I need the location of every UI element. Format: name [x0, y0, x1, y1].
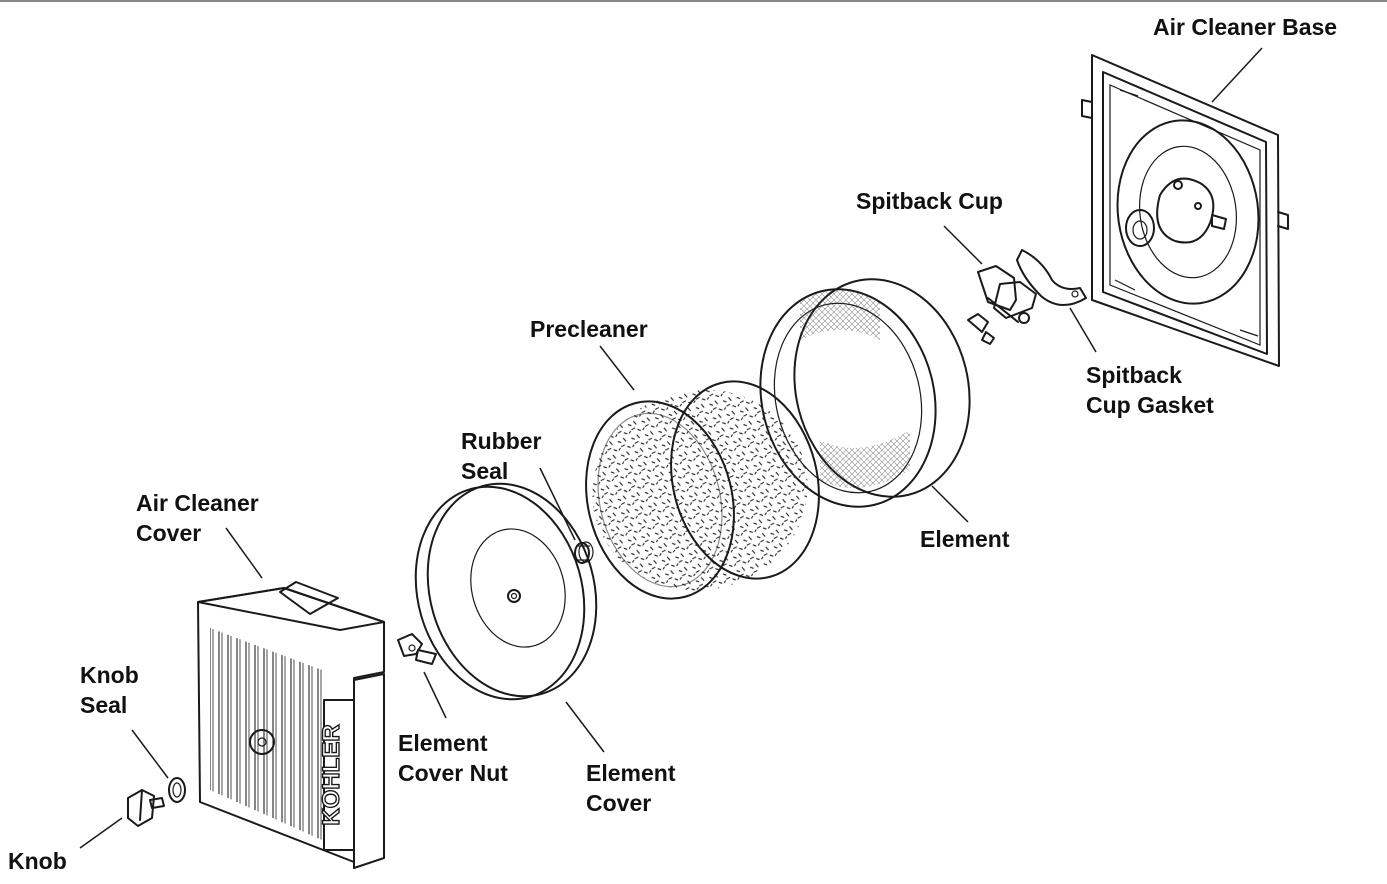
label-knob-line-1: Knob [8, 848, 67, 874]
spitback-cup-part [967, 265, 1037, 345]
leader-rubber-seal [539, 467, 576, 541]
label-element-cover-nut-line-2: Cover Nut [398, 760, 508, 786]
precleaner-part [585, 380, 820, 600]
label-precleaner: Precleaner [530, 314, 648, 344]
leader-knob-seal [131, 729, 169, 779]
label-rubber-seal-line-1: Rubber [461, 428, 542, 454]
label-spitback-cup: Spitback Cup [856, 186, 1003, 216]
leader-precleaner [599, 345, 635, 391]
element-cover-part [414, 482, 598, 701]
leader-element [931, 485, 969, 523]
label-element-line-1: Element [920, 526, 1010, 552]
leader-knob [79, 817, 123, 849]
label-air-cleaner-cover: Air Cleaner Cover [136, 488, 259, 548]
leader-spitback-cup-gasket [1069, 307, 1097, 353]
label-air-cleaner-cover-line-1: Air Cleaner [136, 490, 259, 516]
label-spitback-cup-gasket-line-1: Spitback [1086, 362, 1182, 388]
label-air-cleaner-base: Air Cleaner Base [1153, 12, 1337, 42]
label-spitback-cup-line-1: Spitback Cup [856, 188, 1003, 214]
kohler-logo-text: KOHLER [318, 724, 345, 825]
air-cleaner-base-part [1081, 54, 1289, 367]
spitback-cup-gasket-part [1016, 249, 1087, 306]
label-element-cover-nut: Element Cover Nut [398, 728, 508, 788]
element-cover-nut-part [397, 633, 437, 665]
label-air-cleaner-base-line-1: Air Cleaner Base [1153, 14, 1338, 40]
label-element-cover-nut-line-1: Element [398, 730, 488, 756]
label-spitback-cup-gasket-line-2: Cup Gasket [1086, 392, 1214, 418]
label-element-cover-line-1: Element [586, 760, 676, 786]
label-element: Element [920, 524, 1009, 554]
label-spitback-cup-gasket: Spitback Cup Gasket [1086, 360, 1214, 420]
label-rubber-seal: Rubber Seal [461, 426, 542, 486]
leader-air-cleaner-base [1211, 47, 1263, 103]
label-air-cleaner-cover-line-2: Cover [136, 520, 202, 546]
leader-element-cover [565, 701, 605, 753]
label-knob-seal-line-1: Knob [80, 662, 139, 688]
leader-spitback-cup [943, 225, 983, 265]
label-rubber-seal-line-2: Seal [461, 458, 509, 484]
rubber-seal-part [574, 541, 594, 564]
label-knob-seal-line-2: Seal [80, 692, 128, 718]
label-knob: Knob [8, 846, 67, 876]
knob-seal-part [168, 777, 186, 803]
leader-air-cleaner-cover [225, 527, 263, 579]
label-precleaner-line-1: Precleaner [530, 316, 648, 342]
knob-part [127, 789, 165, 827]
element-part [759, 278, 971, 508]
leader-element-cover-nut [423, 671, 447, 719]
label-knob-seal: Knob Seal [80, 660, 139, 720]
label-element-cover: Element Cover [586, 758, 675, 818]
label-element-cover-line-2: Cover [586, 790, 652, 816]
air-cleaner-cover-part: KOHLER [197, 581, 385, 869]
